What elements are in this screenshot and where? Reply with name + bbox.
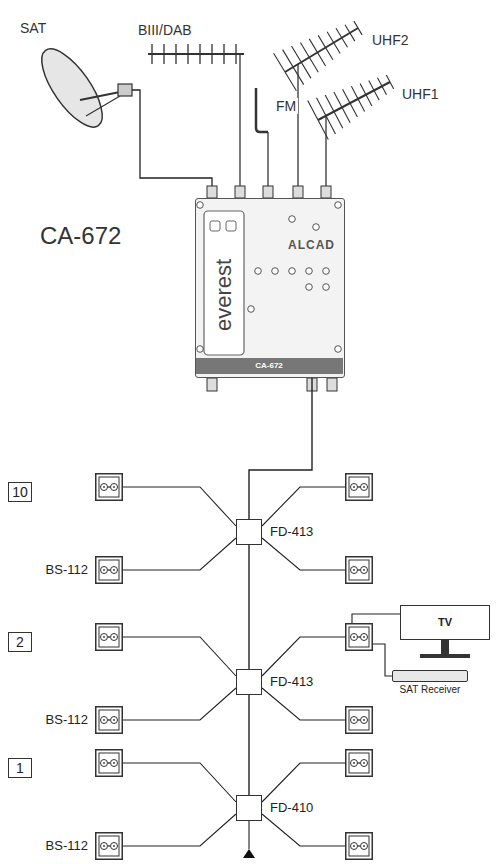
brand-name: everest [213,259,235,331]
drop-cable [123,538,236,570]
model-name: CA-672 [255,362,283,370]
tap-splitter: FD-413 [236,669,262,695]
riser-cable [248,545,249,669]
fm-dipole [256,88,268,186]
label-box: TV [400,605,490,640]
label-box: 1 [8,758,32,778]
satellite-dish [31,40,212,186]
model-name: CA-672 [38,222,123,250]
device-name: SAT Receiver [398,684,463,696]
wall-outlet: BS-112 [95,706,123,734]
tap-splitter: FD-410 [236,795,262,821]
antenna-label: BIII/DAB [136,22,194,38]
wall-outlet [96,474,373,860]
drop-cable [123,487,400,849]
box-text: TV [438,617,452,628]
maker-logo: ALCAD [288,239,335,251]
box-text: 1 [16,761,24,775]
antenna-label: SAT [18,20,48,36]
part-number: FD-413 [268,675,315,690]
part-number: BS-112 [44,563,90,578]
antenna-label: FM [274,98,298,114]
outlet-symbol [95,706,123,734]
wall-outlet: BS-112 [95,556,123,584]
riser-cable [248,695,249,795]
line-termination [243,849,255,858]
tv-stand [420,640,470,658]
outlet-symbol [95,556,123,584]
box-text: 10 [12,485,28,499]
drop-cable [123,814,236,846]
part-number: BS-112 [44,839,90,854]
drop-cable [123,688,236,720]
wall-outlet: BS-112 [95,832,123,860]
part-number: FD-410 [268,801,315,816]
riser-cable [249,378,312,519]
sat-receiver: SAT Receiver [392,670,468,682]
label-box: 10 [8,482,32,502]
outlet-symbol [95,832,123,860]
yagi-antenna [148,44,244,186]
amplifier-unit: ALCAD everestCA-672 [195,198,345,378]
part-number: FD-413 [268,525,315,540]
label-box: 2 [8,632,32,652]
antenna-label: UHF1 [400,86,441,102]
part-number: BS-112 [44,713,90,728]
tap-splitter: FD-413 [236,519,262,545]
box-text: 2 [16,635,24,649]
antenna-label: UHF2 [370,32,411,48]
